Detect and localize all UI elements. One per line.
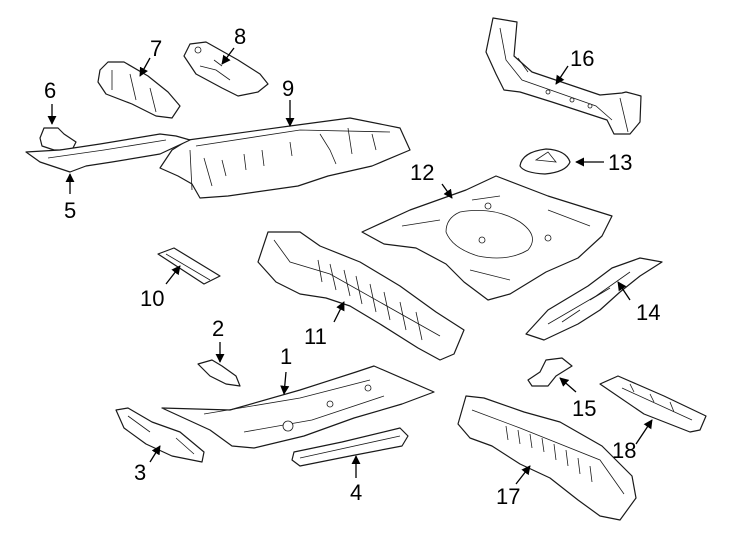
part-6-bracket[interactable] [39,127,77,151]
part-18-rail[interactable] [599,375,707,433]
part-16-rear-crossmember[interactable] [485,17,642,135]
part-15-bracket[interactable] [527,357,573,387]
part-1-front-floor-pan[interactable] [161,365,435,449]
leader-10 [165,265,181,285]
callout-10[interactable]: 10 [140,286,164,311]
leader-14 [617,281,631,301]
callout-11[interactable]: 11 [304,324,327,349]
part-9-floor-pan[interactable] [159,117,411,199]
leader-11 [333,301,345,323]
callout-17[interactable]: 17 [496,484,520,509]
callout-14[interactable]: 14 [636,300,660,325]
leader-8 [221,47,235,65]
part-8-bracket[interactable] [183,41,269,97]
callout-8[interactable]: 8 [234,24,246,49]
callout-18[interactable]: 18 [612,438,636,463]
part-13-floor-plug[interactable] [519,148,571,175]
leader-18 [635,419,653,445]
part-14-side-member[interactable] [525,257,663,341]
callout-1[interactable]: 1 [280,344,292,369]
part-3-bracket[interactable] [115,407,205,463]
callout-6[interactable]: 6 [44,78,56,103]
part-7-bracket[interactable] [97,61,181,119]
callout-16[interactable]: 16 [570,46,594,71]
leader-17 [515,465,531,485]
leader-3 [149,445,161,463]
part-12-rear-floor-pan[interactable] [361,175,613,301]
callout-5[interactable]: 5 [64,198,76,223]
part-2-bracket[interactable] [197,359,241,387]
callout-9[interactable]: 9 [282,76,294,101]
callout-2[interactable]: 2 [212,316,224,341]
part-10-plate[interactable] [157,247,221,285]
callout-7[interactable]: 7 [150,36,162,61]
part-11-center-tunnel[interactable] [257,231,465,361]
callout-labels: 1 2 3 4 5 6 7 8 9 10 11 12 13 14 15 16 1… [44,24,660,509]
leader-1 [280,371,290,395]
callout-12[interactable]: 12 [410,160,434,185]
callout-13[interactable]: 13 [608,150,632,175]
leader-12 [441,183,453,199]
part-4-rail[interactable] [291,427,409,467]
callout-3[interactable]: 3 [134,460,146,485]
leader-lines [47,47,653,485]
callout-4[interactable]: 4 [350,480,362,505]
leader-15 [559,377,577,393]
leader-7 [139,57,151,77]
callout-15[interactable]: 15 [572,396,596,421]
leader-16 [555,65,569,85]
part-17-rear-side-member[interactable] [457,395,637,521]
part-5-side-rail[interactable] [25,133,191,173]
